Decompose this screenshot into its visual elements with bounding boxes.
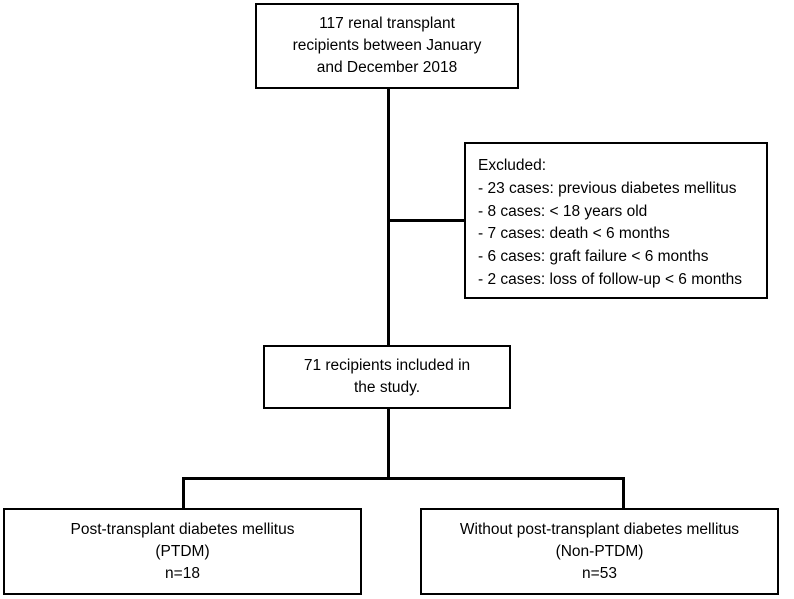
exclusion-item-death: - 7 cases: death < 6 months [478,225,670,243]
node-group-non-ptdm-title: Without post-transplant diabetes mellitu… [459,520,740,538]
connector-drop-to-non-ptdm [622,477,625,510]
node-analysis-population-line-1: 71 recipients included in [303,357,471,374]
connector-included-to-split [387,407,390,480]
node-source-population-line-2: recipients between January [292,37,482,54]
node-exclusions: Excluded: - 23 cases: previous diabetes … [464,142,768,299]
exclusion-item-under-18: - 8 cases: < 18 years old [478,202,648,220]
exclusion-item-loss-followup: - 2 cases: loss of follow-up < 6 months [478,270,743,288]
node-source-population-line-3: and December 2018 [316,59,458,76]
node-source-population: 117 renal transplant recipients between … [255,3,519,89]
connector-split-bar [182,477,625,480]
connector-branch-to-exclusions [387,219,466,222]
node-group-ptdm-count: n=18 [165,564,200,582]
node-group-ptdm-title: Post-transplant diabetes mellitus [70,520,295,538]
node-group-non-ptdm: Without post-transplant diabetes mellitu… [420,508,779,595]
node-analysis-population: 71 recipients included in the study. [263,345,511,409]
node-source-population-line-1: 117 renal transplant [319,15,455,32]
connector-drop-to-ptdm [182,477,185,510]
node-group-non-ptdm-count: n=53 [582,564,617,582]
node-analysis-population-line-2: the study. [353,379,421,396]
exclusion-item-graft-failure: - 6 cases: graft failure < 6 months [478,248,709,266]
node-group-non-ptdm-abbreviation: (Non-PTDM) [555,542,644,560]
node-group-ptdm-abbreviation: (PTDM) [155,542,210,560]
node-group-ptdm: Post-transplant diabetes mellitus (PTDM)… [3,508,362,595]
connector-cohort-to-included [387,88,390,346]
exclusions-heading: Excluded: [478,157,547,174]
exclusion-item-previous-diabetes: - 23 cases: previous diabetes mellitus [478,179,737,197]
